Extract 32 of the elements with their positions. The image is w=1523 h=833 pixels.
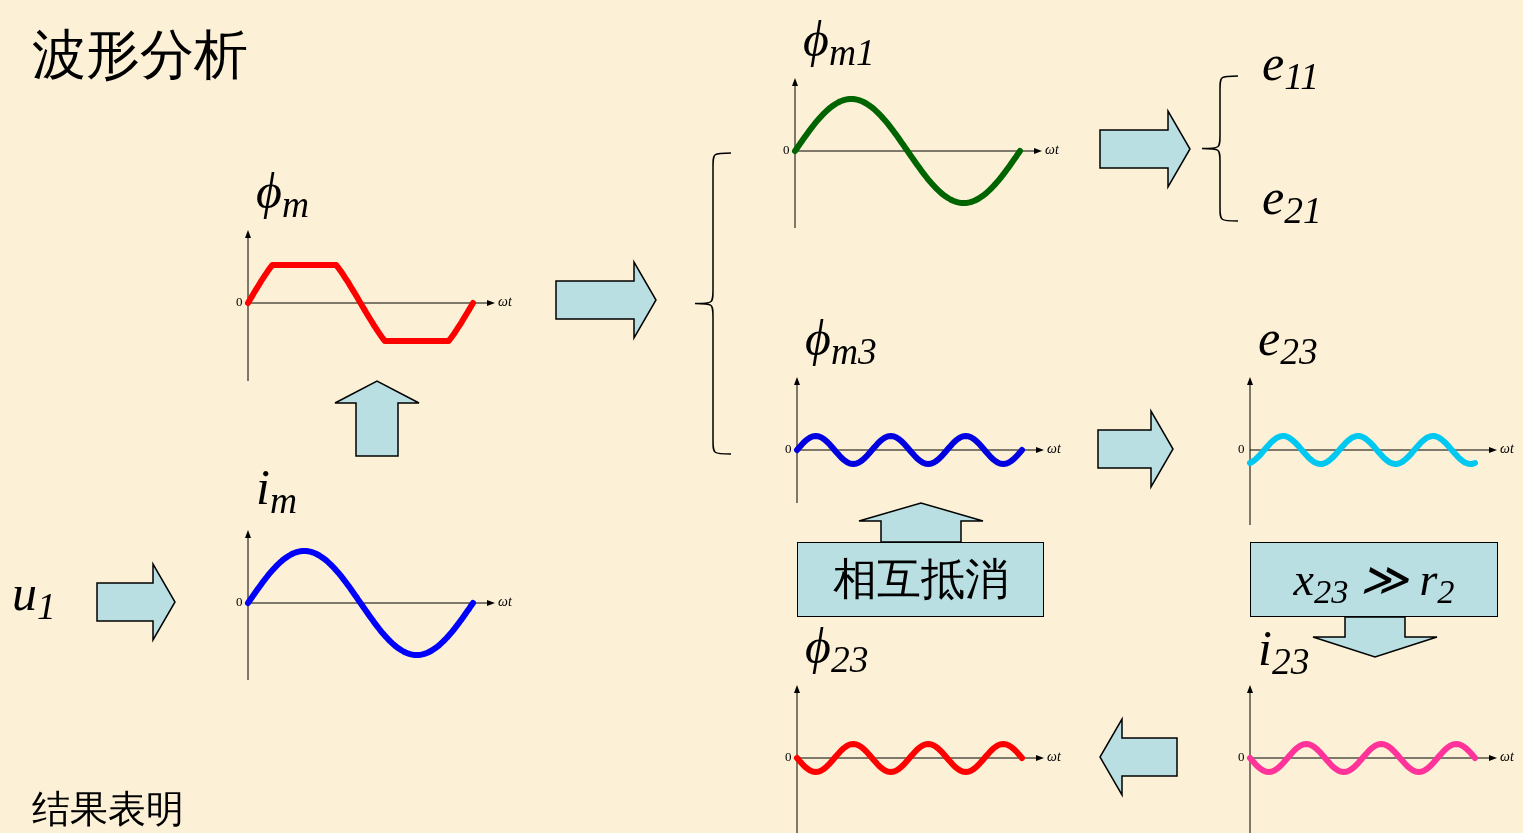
origin-label: 0 bbox=[785, 442, 792, 455]
variable-label: i$_{m}$ bbox=[256, 462, 297, 512]
block-arrow bbox=[334, 380, 420, 457]
callout-box: 相互抵消 bbox=[797, 542, 1044, 617]
variable-label: e$_{23}$ bbox=[1258, 313, 1318, 363]
block-arrow bbox=[96, 561, 176, 643]
origin-label: 0 bbox=[1238, 750, 1245, 763]
variable-label: u$_{1}$ bbox=[12, 568, 97, 634]
block-arrow bbox=[858, 502, 984, 543]
block-arrow bbox=[1099, 716, 1178, 798]
origin-label: 0 bbox=[783, 143, 790, 156]
origin-label: 0 bbox=[236, 595, 243, 608]
block-arrow bbox=[1312, 616, 1438, 658]
heading-text: 结果表明 bbox=[32, 790, 184, 828]
axis-label: ωt bbox=[498, 295, 512, 309]
axis-label: ωt bbox=[1500, 750, 1514, 764]
variable-label: i$_{23}$ bbox=[1258, 623, 1310, 673]
origin-label: 0 bbox=[1238, 442, 1245, 455]
block-arrow bbox=[1097, 408, 1174, 490]
axis-label: ωt bbox=[1047, 750, 1061, 764]
block-arrow bbox=[555, 259, 657, 341]
axis-label: ωt bbox=[498, 595, 512, 609]
variable-label: e$_{11}$ bbox=[1238, 38, 1348, 104]
axis-label: ωt bbox=[1045, 143, 1059, 157]
origin-label: 0 bbox=[785, 750, 792, 763]
block-arrow bbox=[1099, 108, 1191, 190]
title: 波形分析 bbox=[32, 28, 248, 82]
variable-label: e$_{21}$ bbox=[1238, 172, 1348, 238]
callout-box: x$_{23}$ ≫ r$_{2}$ bbox=[1250, 542, 1498, 617]
axis-label: ωt bbox=[1047, 442, 1061, 456]
origin-label: 0 bbox=[236, 295, 243, 308]
axis-label: ωt bbox=[1500, 442, 1514, 456]
